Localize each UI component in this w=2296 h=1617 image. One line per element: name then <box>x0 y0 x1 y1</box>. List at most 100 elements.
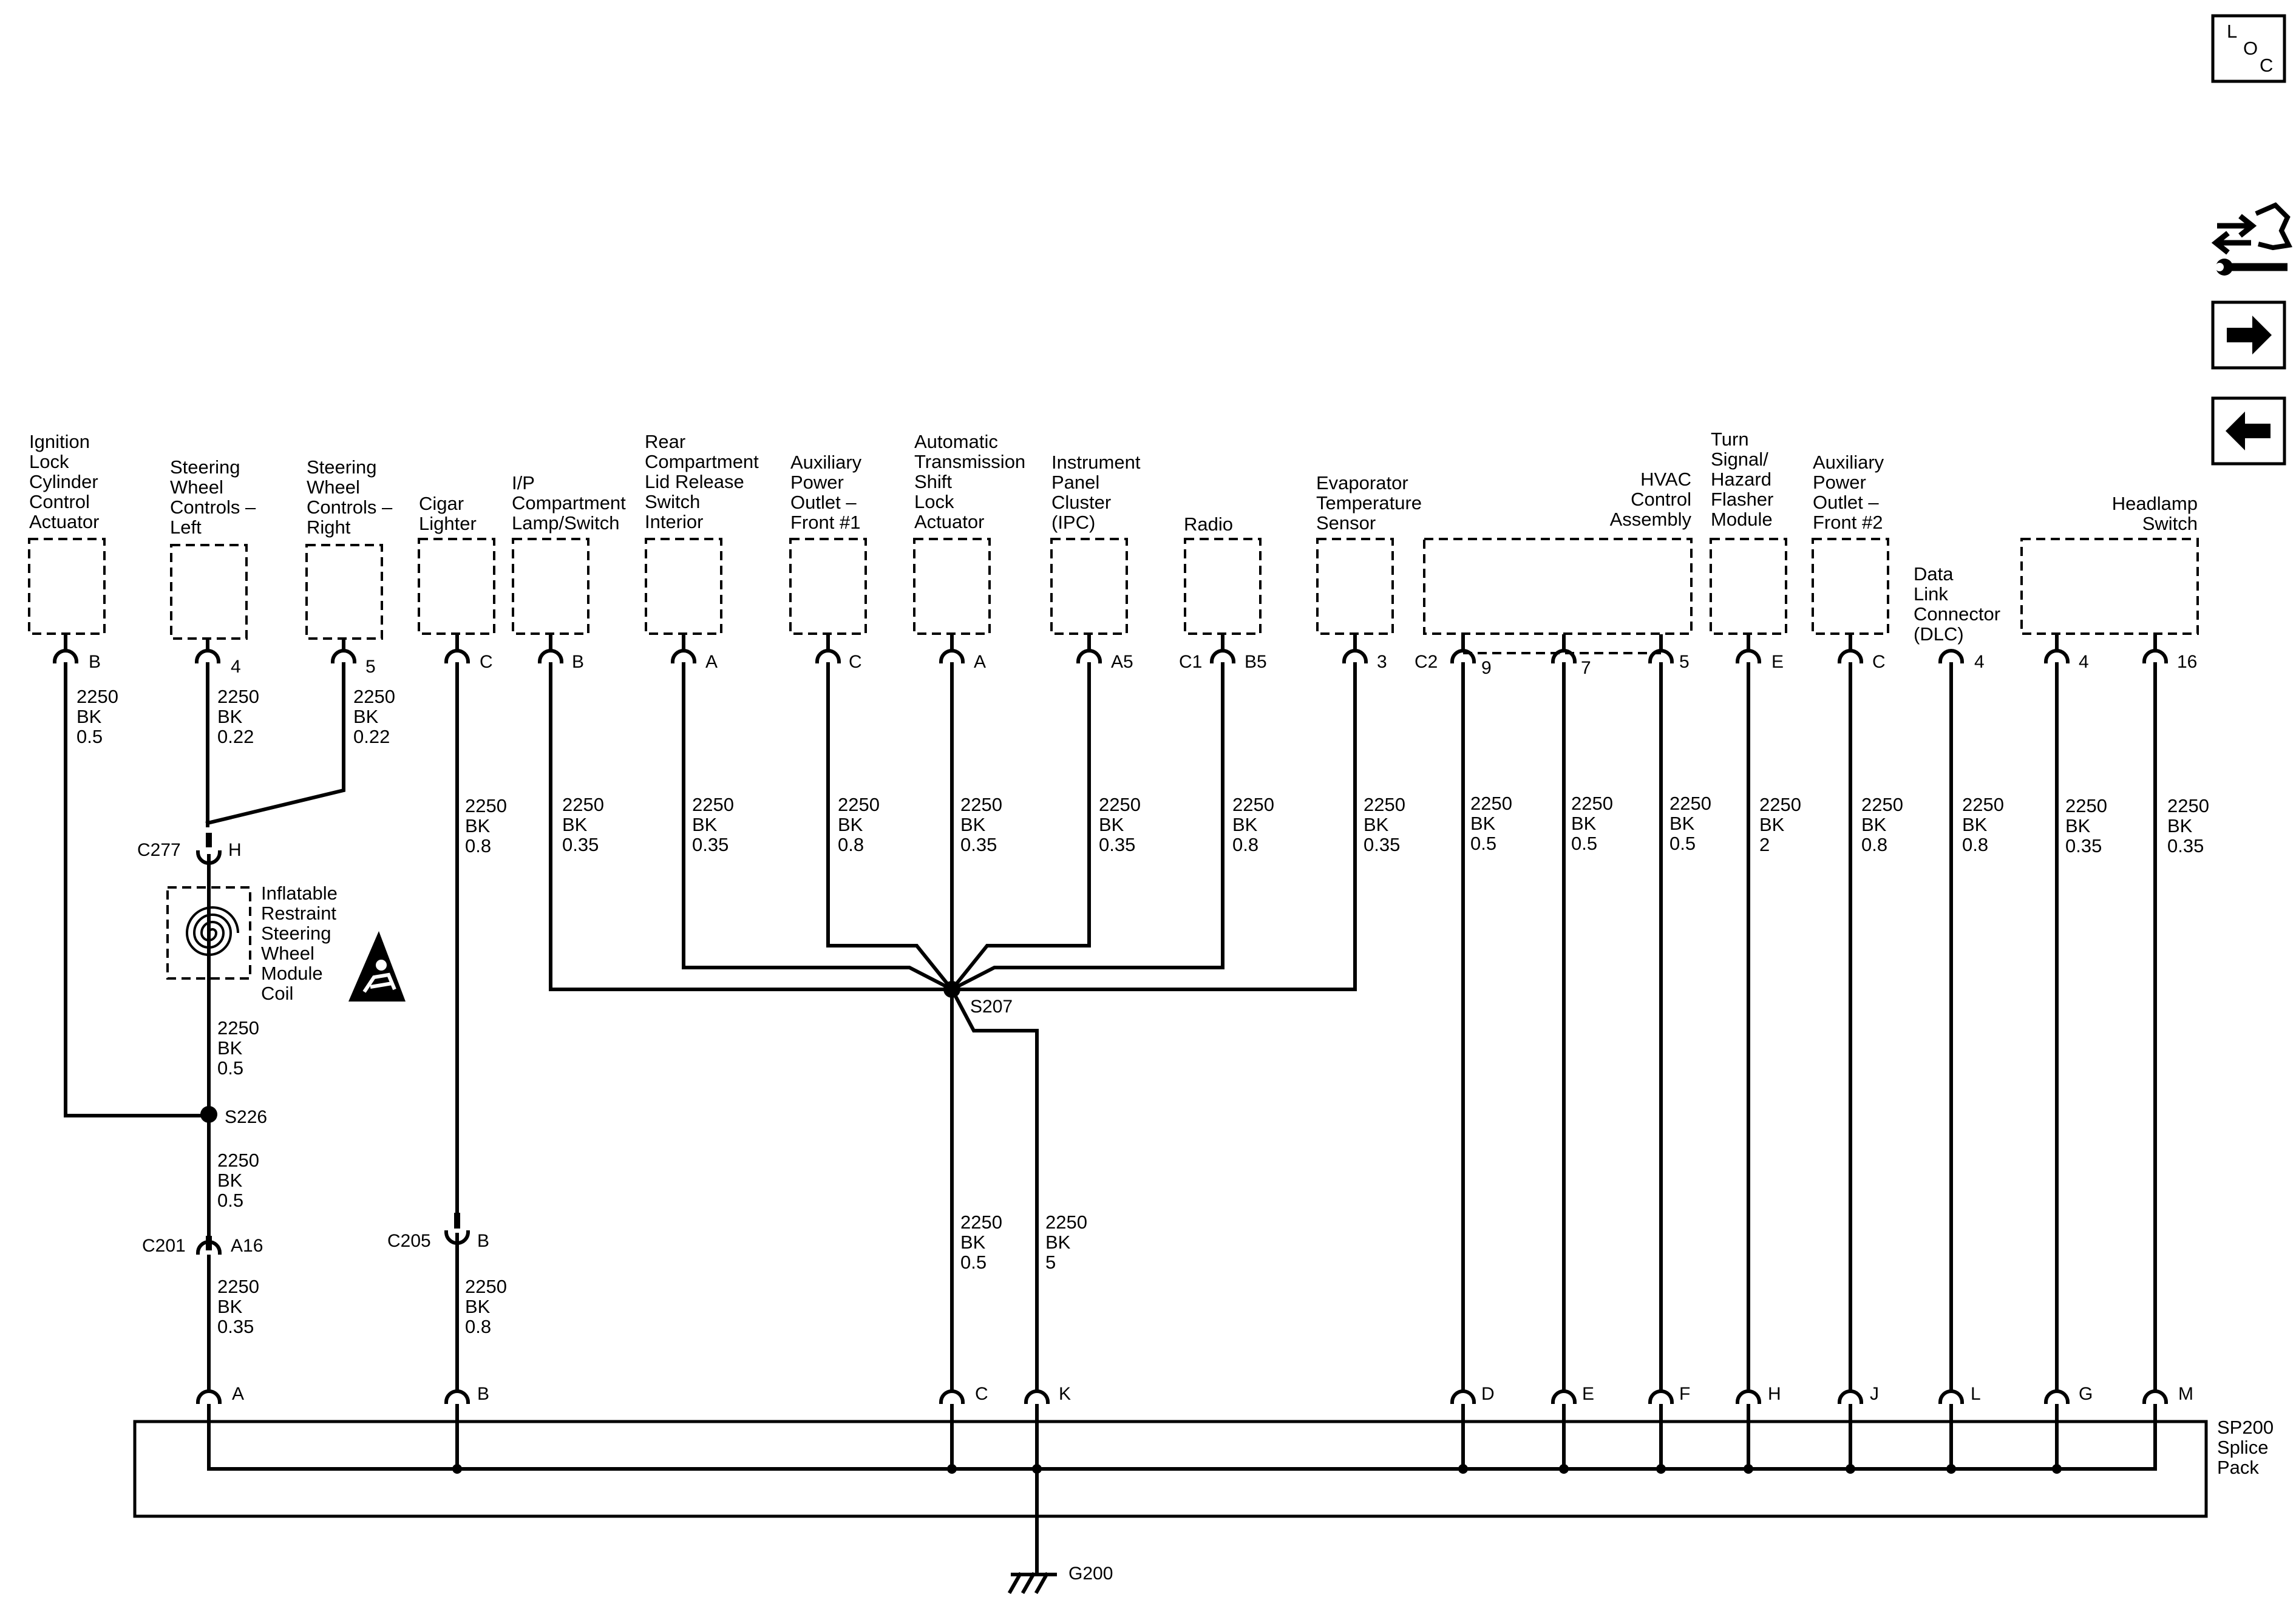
label-line: Connector <box>1914 603 2000 625</box>
label-line: Actuator <box>914 511 984 532</box>
radio-connector: C1 <box>1179 652 1202 672</box>
radio-box <box>1184 538 1262 635</box>
label-line: 2250 <box>76 686 118 707</box>
label-line: Front #1 <box>790 512 860 533</box>
label-line: Cylinder <box>29 471 98 492</box>
label-line: 2250 <box>562 794 604 815</box>
label-line: BK <box>465 1296 491 1317</box>
label-line: 2250 <box>692 794 734 815</box>
label-line: Pack <box>2217 1457 2259 1478</box>
cigar-lighter-box <box>418 538 495 635</box>
label-line: 0.5 <box>217 1190 243 1211</box>
label-line: Power <box>1813 472 1866 493</box>
aux-front1-box <box>789 538 867 635</box>
label-line: Wheel <box>170 476 223 498</box>
label-line: Sensor <box>1316 512 1376 534</box>
label-line: Lid Release <box>645 471 744 492</box>
label-line: 2250 <box>1099 794 1141 815</box>
sp-pin-m: M <box>2178 1384 2193 1404</box>
ip-compartment-pin: B <box>572 652 584 672</box>
label-line: BK <box>353 706 379 727</box>
label-line: 2250 <box>960 1212 1002 1233</box>
label-line: Outlet – <box>790 492 857 513</box>
ignition-pin: B <box>89 652 101 672</box>
label-line: Front #2 <box>1813 512 1883 533</box>
swc-left-pin: 4 <box>231 657 241 677</box>
wire-radio <box>949 662 1224 992</box>
label-line: Transmission <box>914 451 1025 472</box>
wires <box>64 662 2157 1393</box>
label-line: 0.5 <box>1470 833 1496 854</box>
label-line: Switch <box>645 491 700 512</box>
label-line: 0.8 <box>838 834 864 855</box>
label-line: 2 <box>1759 834 1770 855</box>
label-line: Module <box>1711 509 1773 530</box>
label-line: BK <box>838 814 863 835</box>
ipc-pin: A5 <box>1111 652 1133 672</box>
sp-pin-c: C <box>975 1384 988 1404</box>
previous-page-button[interactable] <box>2211 396 2286 466</box>
next-page-button[interactable] <box>2211 300 2286 370</box>
hvac-box <box>1423 538 1693 635</box>
label-line: Switch <box>2142 513 2198 534</box>
shift-lock-pin: A <box>974 652 986 672</box>
c201-connector-label: C201 <box>142 1236 186 1256</box>
label-line: Hazard <box>1711 469 1771 490</box>
ignition-box <box>28 538 106 635</box>
label-line: 2250 <box>2065 795 2107 816</box>
loc-letter-c: C <box>2260 55 2273 76</box>
label-line: Lighter <box>419 513 477 534</box>
label-line: BK <box>1571 813 1597 834</box>
label-line: BK <box>1364 814 1389 835</box>
label-line: 0.35 <box>692 834 729 855</box>
label-line: 2250 <box>465 1276 507 1297</box>
rear-lid-box <box>645 538 722 635</box>
airbag-coil <box>166 886 251 980</box>
headlamp-pin-4: 4 <box>2079 652 2089 672</box>
label-line: Signal/ <box>1711 449 1768 470</box>
dlc-pin: 4 <box>1974 652 1985 672</box>
ip-compartment-box <box>512 538 589 635</box>
label-line: 0.8 <box>465 835 491 856</box>
label-line: 0.8 <box>1232 834 1258 855</box>
swc-left-box <box>170 544 248 640</box>
aux-front1-pin: C <box>849 652 862 672</box>
loc-button[interactable]: L O C <box>2211 14 2286 83</box>
label-line: BK <box>217 1037 243 1059</box>
ground-label: G200 <box>1068 1564 1113 1584</box>
wire-rear-lid <box>682 662 955 992</box>
label-line: Left <box>170 517 202 538</box>
label-line: Steering <box>170 456 240 478</box>
label-line: HVAC <box>1640 469 1691 490</box>
label-line: BK <box>1962 814 1988 835</box>
c277-pin-label: H <box>228 840 242 860</box>
headlamp-pin-16: 16 <box>2177 652 2197 672</box>
label-line: 0.35 <box>217 1316 254 1337</box>
label-line: Data <box>1914 563 1954 585</box>
label-line: Turn <box>1711 429 1749 450</box>
sp-pin-e: E <box>1582 1384 1594 1404</box>
label-line: 0.5 <box>1571 833 1597 854</box>
label-line: Auxiliary <box>1813 452 1884 473</box>
label-line: 2250 <box>1861 794 1903 815</box>
label-line: Lock <box>29 451 69 472</box>
connector-view-button[interactable] <box>2211 202 2293 276</box>
label-line: Module <box>261 963 323 984</box>
